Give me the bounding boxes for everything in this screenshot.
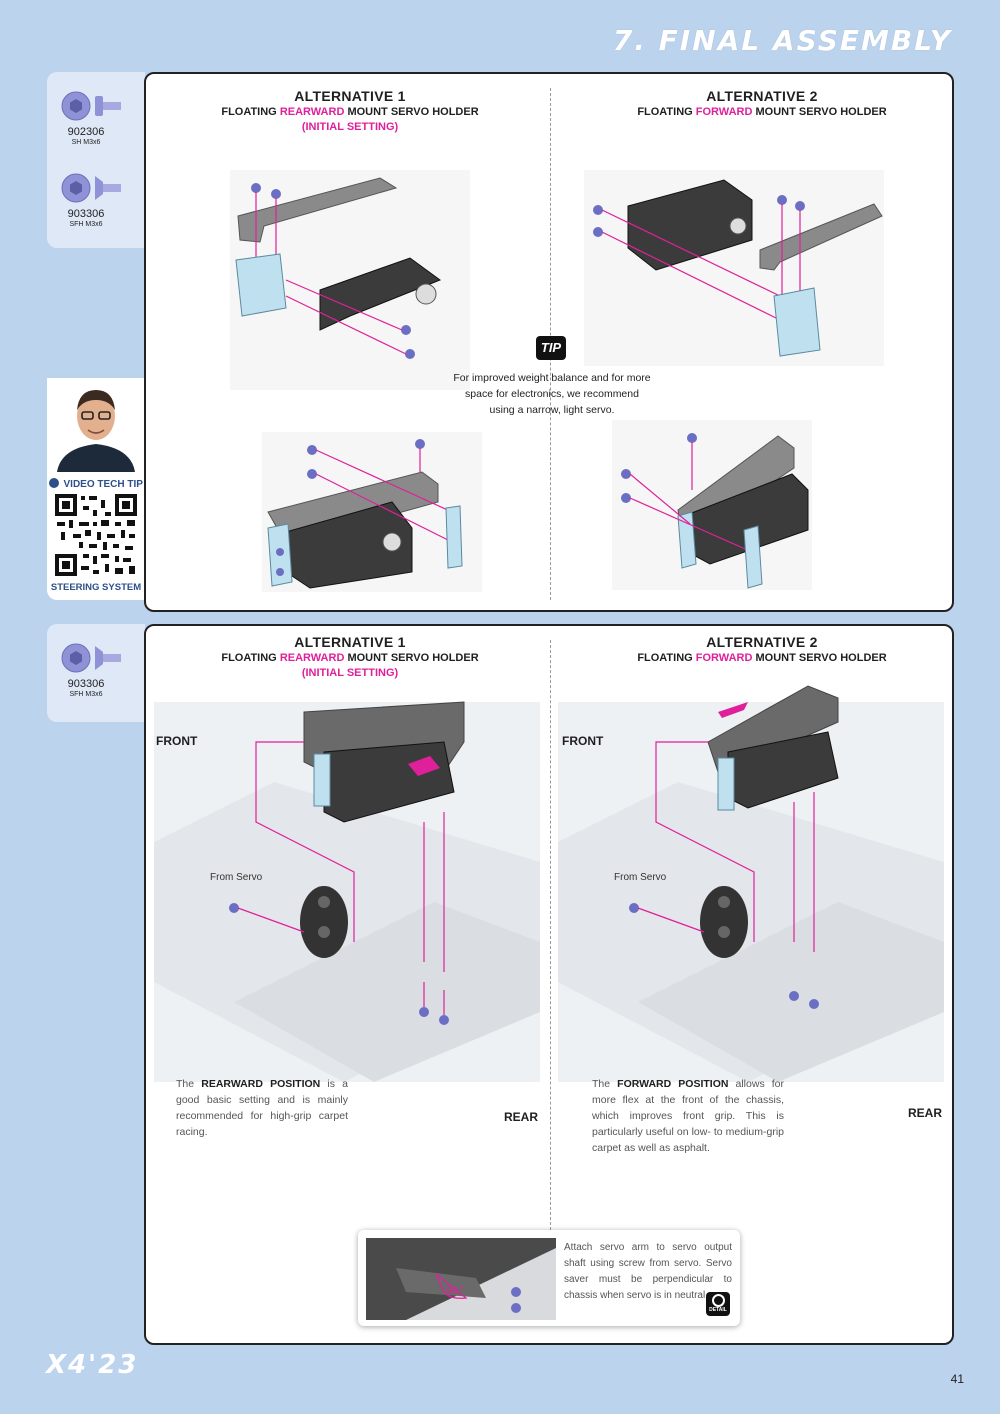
alt-title: ALTERNATIVE 2 [706, 634, 818, 650]
video-label: VIDEO TECH TIP [63, 479, 143, 490]
tip-text: For improved weight balance and for more… [453, 372, 651, 416]
detail-badge-label: DETAIL [709, 1307, 727, 1313]
detail-box: 90° Attach servo arm to servo output sha… [358, 1230, 740, 1326]
part-code: 903306 [67, 208, 105, 220]
part-code: 903306 [67, 678, 105, 690]
flat-head-screw-icon [61, 643, 121, 673]
rear-label-right: REAR [908, 1106, 943, 1120]
alternative-1-heading: ALTERNATIVE 1 FLOATING REARWARD MOUNT SE… [200, 634, 500, 679]
detail-text: Attach servo arm to servo output shaft u… [564, 1242, 732, 1301]
alt-sub-highlight: REARWARD [279, 652, 345, 664]
part-desc: SH M3x6 [71, 139, 101, 146]
rear-label-left: REAR [504, 1110, 539, 1124]
page-number: 41 [950, 1372, 964, 1386]
alt-sub-post: MOUNT SERVO HOLDER [752, 106, 887, 118]
alt-title: ALTERNATIVE 1 [294, 634, 406, 650]
page-title: 7. FINAL ASSEMBLY [612, 24, 952, 57]
part-desc: SFH M3x6 [69, 221, 103, 228]
assembly-panel-2: ALTERNATIVE 1 FLOATING REARWARD MOUNT SE… [144, 624, 954, 1345]
alt-title: ALTERNATIVE 2 [706, 88, 818, 104]
from-servo-label-left: From Servo [210, 872, 263, 883]
angle-label: 90° [446, 1286, 464, 1297]
detail-badge: DETAIL [706, 1292, 730, 1316]
from-servo-label-right: From Servo [614, 872, 667, 883]
video-caption: STEERING SYSTEM [50, 582, 142, 593]
part-code: 902306 [67, 126, 105, 138]
alt-sub-pre: FLOATING [637, 652, 696, 664]
alt-sub-highlight: REARWARD [279, 106, 345, 118]
note-pre: The [592, 1078, 618, 1090]
alternative-2-heading: ALTERNATIVE 2 FLOATING FORWARD MOUNT SER… [612, 634, 912, 664]
qr-code-icon[interactable] [53, 492, 139, 578]
magnifier-icon [711, 1294, 725, 1307]
brand-logo-text: X4'23 [46, 1350, 139, 1380]
alt-sub-highlight: FORWARD [695, 652, 753, 664]
forward-note: The FORWARD POSITION allows for more fle… [592, 1076, 784, 1156]
exploded-servo-illustration-rearward [230, 170, 470, 390]
alternative-1-heading: ALTERNATIVE 1 FLOATING REARWARD MOUNT SE… [200, 88, 500, 133]
assembled-servo-illustration-rearward [262, 432, 482, 592]
alt-sub-pre: FLOATING [221, 106, 280, 118]
note-bold: REARWARD POSITION [201, 1078, 321, 1090]
alt-sub-post: MOUNT SERVO HOLDER [344, 106, 479, 118]
alt-sub-post: MOUNT SERVO HOLDER [752, 652, 887, 664]
chassis-illustration-forward [558, 685, 944, 1082]
parts-card-top: 902306 SH M3x6 903306 SFH M3x6 [47, 72, 145, 248]
front-label-left: FRONT [156, 734, 198, 748]
part-desc: SFH M3x6 [69, 691, 103, 698]
avatar [47, 378, 145, 472]
note-bold: FORWARD POSITION [617, 1078, 729, 1090]
play-icon [49, 478, 60, 488]
alt-sub-pre: FLOATING [637, 106, 696, 118]
alternative-2-heading: ALTERNATIVE 2 FLOATING FORWARD MOUNT SER… [612, 88, 912, 118]
exploded-servo-illustration-forward [584, 170, 884, 366]
video-tech-tip[interactable]: VIDEO TECH TIP STEERING SYSTEM [47, 378, 145, 600]
note-post: allows for more flex at the front of the… [592, 1078, 784, 1154]
alt-note: (INITIAL SETTING) [301, 667, 399, 679]
socket-head-screw-icon [61, 91, 121, 121]
rearward-note: The REARWARD POSITION is a good basic se… [176, 1076, 348, 1140]
alt-subtitle: FLOATING FORWARD MOUNT SERVO HOLDER [612, 652, 912, 664]
alt-subtitle: FLOATING REARWARD MOUNT SERVO HOLDER [200, 106, 500, 118]
note-pre: The [176, 1078, 202, 1090]
alt-note: (INITIAL SETTING) [301, 121, 399, 133]
front-label-right: FRONT [562, 734, 604, 748]
assembled-servo-illustration-forward [612, 420, 812, 590]
servo-saver-detail-illustration: 90° [366, 1238, 556, 1320]
assembly-panel-1: ALTERNATIVE 1 FLOATING REARWARD MOUNT SE… [144, 72, 954, 612]
alt-subtitle: FLOATING REARWARD MOUNT SERVO HOLDER [200, 652, 500, 664]
tip-badge: TIP [536, 336, 566, 360]
note-post: is a good basic setting and is mainly re… [176, 1078, 348, 1138]
alt-sub-pre: FLOATING [221, 652, 280, 664]
video-label-row: VIDEO TECH TIP [47, 474, 145, 492]
chassis-illustration-rearward [154, 701, 540, 1082]
parts-card-bottom: 903306 SFH M3x6 [47, 624, 145, 722]
part-903306: 903306 SFH M3x6 [47, 154, 145, 236]
alt-sub-post: MOUNT SERVO HOLDER [344, 652, 479, 664]
part-902306: 902306 SH M3x6 [47, 72, 145, 154]
flat-head-screw-icon [61, 173, 121, 203]
brand-logo: X4'23 [46, 1350, 138, 1380]
part-903306: 903306 SFH M3x6 [47, 624, 145, 706]
divider [550, 640, 551, 1230]
alt-title: ALTERNATIVE 1 [294, 88, 406, 104]
alt-subtitle: FLOATING FORWARD MOUNT SERVO HOLDER [612, 106, 912, 118]
alt-sub-highlight: FORWARD [695, 106, 753, 118]
